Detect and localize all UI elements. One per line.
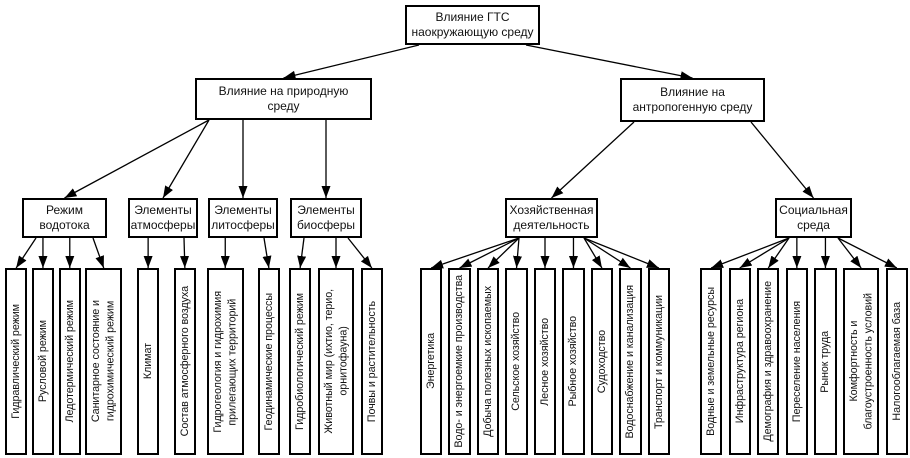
- leaf-box: Налогооблагаемая база: [885, 268, 908, 455]
- leaf-box: Комфортность и благоустроенность условий: [842, 268, 880, 455]
- leaf-label: Животный мир (ихтио, терио, орнитофауна): [322, 289, 349, 434]
- leaf-group-lithosphere: Гидрогеология и гидрохимия прилегающих т…: [207, 268, 280, 455]
- leaf-label: Водные и земельные ресурсы: [705, 287, 717, 436]
- leaf-box: Добыча полезных ископаемых: [476, 268, 500, 455]
- leaf-label: Энергетика: [425, 333, 437, 390]
- leaf-label: Лесное хозяйство: [538, 317, 551, 406]
- leaf-group-social-environment: Водные и земельные ресурсы Инфраструктура…: [700, 268, 908, 455]
- leaf-box: Животный мир (ихтио, терио, орнитофауна): [317, 268, 355, 455]
- leaf-box: Ледотермический режим: [58, 268, 81, 455]
- leaf-box: Почвы и растительность: [360, 268, 383, 455]
- leaf-label: Состав атмосферного воздуха: [178, 286, 191, 437]
- leaf-label: Климат: [142, 343, 154, 380]
- leaf-box: Водные и земельные ресурсы: [700, 268, 723, 455]
- leaf-group-water-flow-regime: Гидравлический режим Русловой режим Ледоте…: [5, 268, 122, 455]
- leaf-label: Инфраструктура региона: [733, 299, 746, 424]
- leaf-box: Гидрогеология и гидрохимия прилегающих т…: [207, 268, 244, 455]
- node-anthropogenic-environment: Влияние на антропогенную среду: [620, 78, 765, 122]
- leaf-box: Гидробиологический режим: [289, 268, 312, 455]
- leaf-label: Налогооблагаемая база: [890, 302, 903, 421]
- leaf-box: Переселение населения: [785, 268, 808, 455]
- leaf-box: Состав атмосферного воздуха: [173, 268, 196, 455]
- branch-lithosphere-elements: Элементы литосферы: [208, 198, 278, 238]
- leaf-label: Водоснабжение и канализация: [624, 284, 637, 439]
- leaf-label: Судоходство: [595, 329, 608, 394]
- leaf-label: Ледотермический режим: [63, 300, 76, 423]
- leaf-box: Гидравлический режим: [5, 268, 28, 455]
- leaf-label: Рыбное хозяйство: [567, 316, 580, 407]
- leaf-box: Транспорт и коммуникации: [647, 268, 670, 455]
- leaf-box: Геодинамические процессы: [257, 268, 280, 455]
- leaf-box: Лесное хозяйство: [533, 268, 557, 455]
- root-node-gts-impact: Влияние ГТС наокружающую среду: [405, 5, 540, 45]
- branch-water-flow-regime: Режим водотока: [22, 198, 107, 238]
- leaf-box: Климат: [137, 268, 160, 455]
- leaf-group-economic-activity: Энергетика Водо- и энергоемкие производст…: [420, 268, 670, 455]
- leaf-box: Водоснабжение и канализация: [619, 268, 642, 455]
- leaf-label: Добыча полезных ископаемых: [481, 286, 494, 437]
- leaf-box: Санитарное состояние и гидрохимический р…: [85, 268, 122, 455]
- leaf-label: Транспорт и коммуникации: [652, 294, 665, 429]
- leaf-label: Почвы и растительность: [365, 300, 378, 423]
- leaf-label: Гидравлический режим: [10, 304, 22, 419]
- leaf-label: Сельское хозяйство: [510, 312, 523, 411]
- leaf-box: Энергетика: [420, 268, 443, 455]
- leaf-label: Демография и здравоохранение: [762, 281, 775, 442]
- leaf-box: Демография и здравоохранение: [757, 268, 780, 455]
- leaf-label: Комфортность и благоустроенность условий: [847, 293, 875, 430]
- branch-economic-activity: Хозяйственная деятельность: [505, 198, 598, 238]
- leaf-group-atmosphere: Климат Состав атмосферного воздуха: [137, 268, 196, 455]
- branch-social-environment: Социальная среда: [775, 198, 852, 238]
- leaf-label: Водо- и энергоемкие производства: [453, 275, 466, 448]
- leaf-box: Инфраструктура региона: [728, 268, 751, 455]
- leaf-box: Рынок труда: [814, 268, 837, 455]
- leaf-label: Гидробиологический режим: [294, 293, 306, 430]
- leaf-label: Гидрогеология и гидрохимия прилегающих т…: [212, 290, 239, 433]
- leaf-label: Русловой режим: [36, 320, 49, 403]
- branch-biosphere-elements: Элементы биосферы: [290, 198, 362, 238]
- leaf-box: Сельское хозяйство: [505, 268, 528, 455]
- leaf-box: Водо- и энергоемкие производства: [448, 268, 471, 455]
- leaf-box: Рыбное хозяйство: [562, 268, 585, 455]
- leaf-group-biosphere: Гидробиологический режим Животный мир (их…: [289, 268, 383, 455]
- leaf-label: Санитарное состояние и гидрохимический р…: [90, 300, 117, 423]
- leaf-box: Русловой режим: [31, 268, 55, 455]
- leaf-label: Рынок труда: [819, 330, 832, 393]
- leaf-box: Судоходство: [590, 268, 614, 455]
- leaf-label: Геодинамические процессы: [262, 292, 275, 431]
- node-natural-environment: Влияние на природную среду: [195, 78, 372, 120]
- branch-atmosphere-elements: Элементы атмосферы: [128, 198, 198, 238]
- leaf-label: Переселение населения: [790, 300, 803, 423]
